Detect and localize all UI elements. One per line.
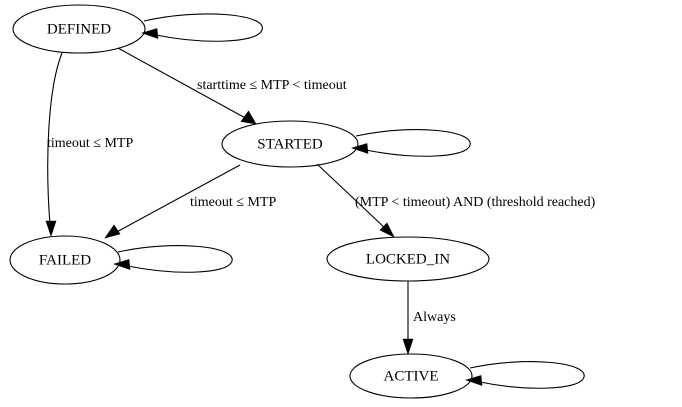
- edge-started-self-path: [355, 129, 471, 157]
- edge-started-self-arrowhead: [351, 143, 369, 154]
- node-active[interactable]: ACTIVE: [349, 353, 473, 399]
- edge-active-self-path: [469, 361, 585, 389]
- edge-started-to-failed: timeout ≤ MTP: [104, 164, 276, 239]
- node-locked-in-label: LOCKED_IN: [366, 251, 450, 267]
- node-failed[interactable]: FAILED: [9, 235, 121, 285]
- node-started-ellipse[interactable]: [221, 120, 359, 168]
- node-failed-ellipse[interactable]: [9, 235, 121, 285]
- edge-locked-in-to-active: Always: [402, 281, 456, 355]
- edge-defined-self: [141, 13, 263, 42]
- edge-label-started-to-locked-in: (MTP < timeout) AND (threshold reached): [355, 195, 596, 210]
- node-started[interactable]: STARTED: [221, 120, 359, 168]
- node-failed-label: FAILED: [39, 252, 91, 268]
- edge-defined-to-failed: timeout ≤ MTP: [45, 52, 133, 237]
- node-locked-in[interactable]: LOCKED_IN: [326, 236, 490, 282]
- edge-defined-to-failed-arrowhead: [45, 220, 57, 237]
- edge-failed-self-arrowhead: [113, 259, 131, 270]
- edge-failed-self-path: [117, 245, 233, 273]
- node-locked-in-ellipse[interactable]: [326, 236, 490, 282]
- edge-started-to-locked-in: (MTP < timeout) AND (threshold reached): [316, 163, 596, 238]
- edge-defined-self-path: [143, 13, 263, 42]
- edge-defined-to-started-arrowhead: [240, 110, 257, 125]
- edge-locked-in-to-active-arrowhead: [402, 338, 414, 355]
- edge-label-defined-to-failed: timeout ≤ MTP: [47, 136, 133, 151]
- edge-defined-to-started-path: [117, 47, 250, 121]
- node-active-label: ACTIVE: [384, 368, 439, 384]
- edge-label-locked-in-to-active: Always: [413, 310, 456, 325]
- edge-defined-to-failed-path: [47, 52, 63, 226]
- edge-active-self-arrowhead: [465, 375, 483, 386]
- node-defined[interactable]: DEFINED: [12, 4, 146, 54]
- edge-defined-self-arrowhead: [141, 28, 159, 39]
- edge-started-to-failed-arrowhead: [104, 224, 121, 239]
- edge-label-started-to-failed: timeout ≤ MTP: [190, 195, 276, 210]
- edge-started-self: [351, 129, 471, 157]
- node-started-label: STARTED: [257, 136, 323, 152]
- edge-failed-self: [113, 245, 233, 273]
- edge-active-self: [465, 361, 585, 389]
- edge-label-defined-to-started: starttime ≤ MTP < timeout: [197, 78, 347, 93]
- edge-started-to-locked-in-arrowhead: [379, 222, 395, 238]
- edge-started-to-locked-in-path: [316, 163, 388, 231]
- node-active-ellipse[interactable]: [349, 353, 473, 399]
- edge-defined-to-started: starttime ≤ MTP < timeout: [117, 47, 347, 125]
- node-defined-label: DEFINED: [47, 21, 111, 37]
- node-defined-ellipse[interactable]: [12, 4, 146, 54]
- edge-started-to-failed-path: [112, 164, 241, 235]
